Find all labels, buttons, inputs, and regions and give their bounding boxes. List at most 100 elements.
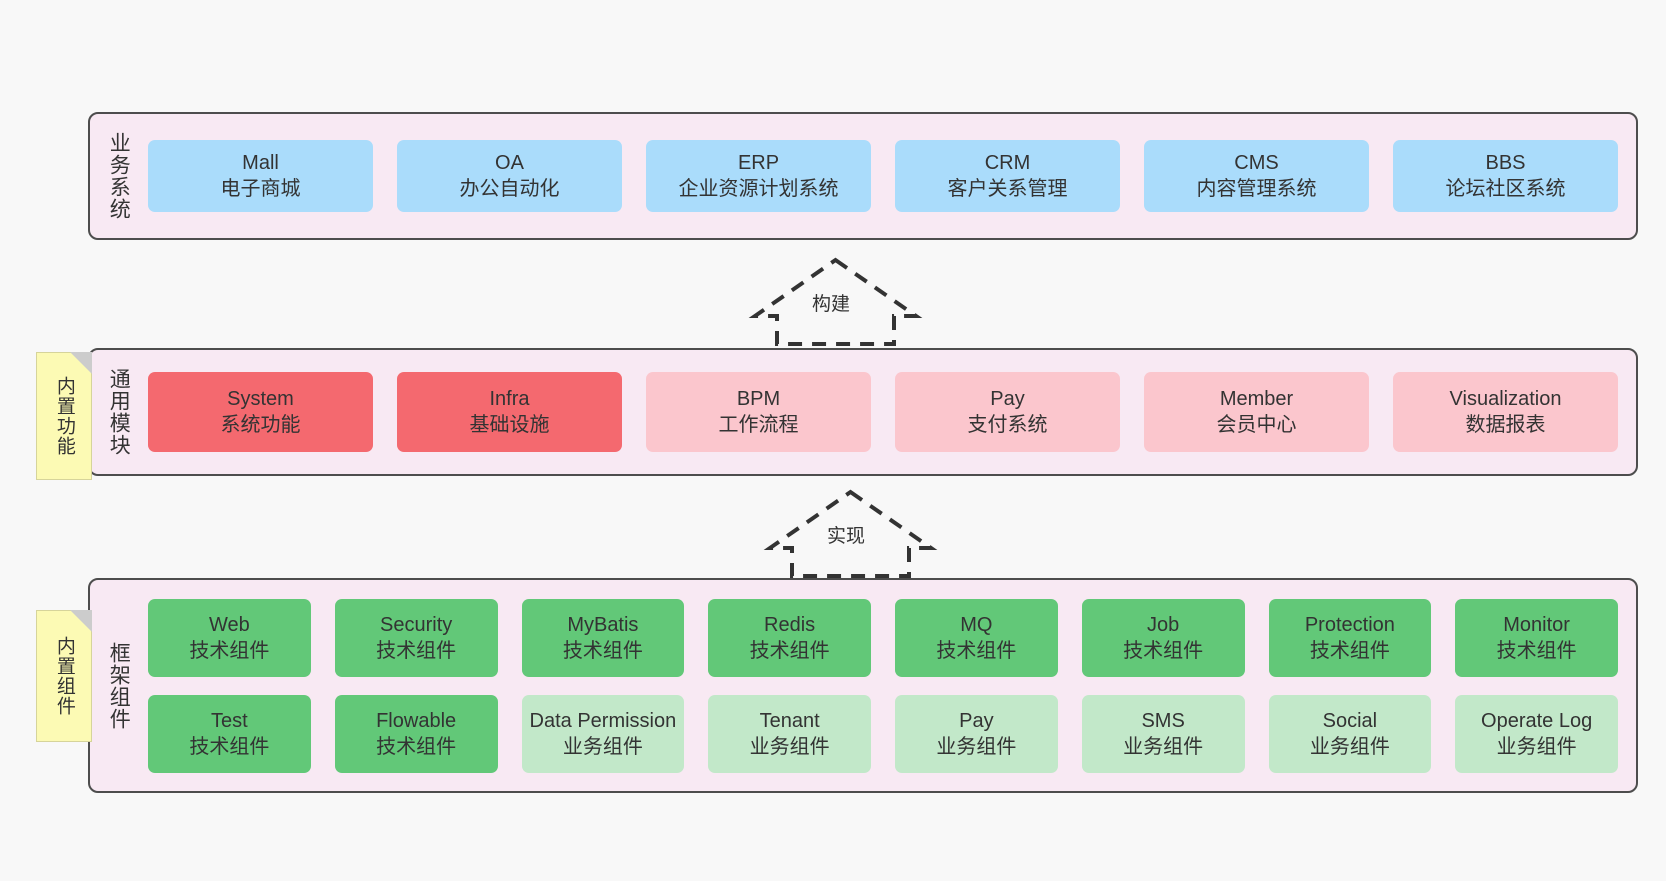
card-subtitle: 业务组件 [562,735,643,758]
layer-row: Web 技术组件 Security 技术组件 MyBatis 技术组件 Redi… [148,598,1618,677]
layer-row: System 系统功能 Infra 基础设施 BPM 工作流程 Pay 支付系统… [148,372,1618,452]
card-subtitle: 数据报表 [1465,414,1546,436]
card-title: Infra [489,388,530,410]
card-subtitle: 办公自动化 [459,178,560,200]
card-title: MyBatis [567,613,639,636]
card-subtitle: 技术组件 [749,639,830,662]
card-subtitle: 业务组件 [936,735,1017,758]
module-card-infra[interactable]: Infra 基础设施 [397,372,622,452]
card-subtitle: 技术组件 [1496,639,1577,662]
card-subtitle: 业务组件 [1309,735,1390,758]
card-title: Mall [242,152,279,174]
card-subtitle: 技术组件 [376,639,457,662]
arrow-label-build: 构建 [812,294,851,315]
module-card-monitor[interactable]: Monitor 技术组件 [1455,598,1618,677]
module-card-mybatis[interactable]: MyBatis 技术组件 [521,598,685,677]
module-card-tenant[interactable]: Tenant 业务组件 [708,694,871,773]
module-card-member[interactable]: Member 会员中心 [1144,372,1369,452]
arrow-build [748,257,923,346]
card-title: SMS [1141,709,1185,732]
card-title: Web [208,613,250,636]
card-subtitle: 技术组件 [936,639,1017,662]
layer-framework-components: 框架组件 Web 技术组件 Security 技术组件 MyBatis 技术组件… [88,578,1638,793]
card-subtitle: 系统功能 [220,414,301,436]
card-subtitle: 内容管理系统 [1196,178,1317,200]
card-title: Data Permission [529,709,677,732]
card-subtitle: 工作流程 [718,414,799,436]
layer-body-common-modules: System 系统功能 Infra 基础设施 BPM 工作流程 Pay 支付系统… [140,350,1636,474]
card-subtitle: 技术组件 [376,735,457,758]
card-subtitle: 支付系统 [967,414,1048,436]
card-subtitle: 业务组件 [1496,735,1577,758]
note-builtin-features: 内置功能 [36,352,92,480]
card-title: Monitor [1503,613,1570,636]
card-title: Protection [1304,613,1395,636]
module-card-operate-log[interactable]: Operate Log 业务组件 [1455,694,1618,773]
card-title: OA [495,152,524,174]
module-card-crm[interactable]: CRM 客户关系管理 [895,140,1120,212]
card-subtitle: 论坛社区系统 [1445,178,1566,200]
module-card-job[interactable]: Job 技术组件 [1081,598,1245,677]
card-subtitle: 业务组件 [749,735,830,758]
card-subtitle: 基础设施 [469,414,550,436]
card-title: Security [380,613,453,636]
card-title: BPM [736,388,781,410]
card-title: CRM [984,152,1031,174]
note-builtin-components: 内置组件 [36,610,92,742]
layer-body-framework-components: Web 技术组件 Security 技术组件 MyBatis 技术组件 Redi… [140,580,1636,791]
card-subtitle: 技术组件 [562,639,643,662]
layer-business-system: 业务系统 Mall 电子商城 OA 办公自动化 ERP 企业资源计划系统 CRM… [88,112,1638,240]
layer-row: Mall 电子商城 OA 办公自动化 ERP 企业资源计划系统 CRM 客户关系… [148,140,1618,212]
module-card-protection[interactable]: Protection 技术组件 [1268,598,1432,677]
module-card-pay[interactable]: Pay 支付系统 [895,372,1120,452]
module-card-flowable[interactable]: Flowable 技术组件 [334,694,498,773]
card-title: ERP [737,152,780,174]
module-card-system[interactable]: System 系统功能 [148,372,373,452]
card-subtitle: 技术组件 [189,735,270,758]
module-card-security[interactable]: Security 技术组件 [334,598,498,677]
layer-common-modules: 通用模块 System 系统功能 Infra 基础设施 BPM 工作流程 Pay… [88,348,1638,476]
card-title: Job [1147,613,1180,636]
arrow-label-implement: 实现 [827,526,866,547]
module-card-redis[interactable]: Redis 技术组件 [708,598,871,677]
module-card-bpm[interactable]: BPM 工作流程 [646,372,871,452]
card-title: Redis [764,613,816,636]
card-subtitle: 电子商城 [220,178,301,200]
module-card-cms[interactable]: CMS 内容管理系统 [1144,140,1369,212]
module-card-visualization[interactable]: Visualization 数据报表 [1393,372,1618,452]
module-card-mall[interactable]: Mall 电子商城 [148,140,373,212]
module-card-oa[interactable]: OA 办公自动化 [397,140,622,212]
module-card-data-permission[interactable]: Data Permission 业务组件 [521,694,685,773]
module-card-sms[interactable]: SMS 业务组件 [1081,694,1245,773]
module-card-bbs[interactable]: BBS 论坛社区系统 [1393,140,1618,212]
layer-title-framework-components: 框架组件 [107,641,131,730]
module-card-web[interactable]: Web 技术组件 [148,598,311,677]
module-card-test[interactable]: Test 技术组件 [148,694,311,773]
module-card-pay-component[interactable]: Pay 业务组件 [895,694,1058,773]
card-title: CMS [1234,152,1279,174]
module-card-erp[interactable]: ERP 企业资源计划系统 [646,140,871,212]
card-title: Operate Log [1481,709,1593,732]
card-title: Social [1322,709,1378,732]
arrow-implement [763,489,938,578]
card-title: Pay [959,709,994,732]
card-subtitle: 业务组件 [1123,735,1204,758]
card-subtitle: 会员中心 [1216,414,1297,436]
card-title: Member [1219,388,1294,410]
card-title: BBS [1485,152,1526,174]
card-title: Pay [990,388,1025,410]
card-subtitle: 技术组件 [1309,639,1390,662]
module-card-social[interactable]: Social 业务组件 [1268,694,1432,773]
card-title: Tenant [759,709,820,732]
card-subtitle: 技术组件 [1123,639,1204,662]
card-title: System [227,388,294,410]
layer-title-business-system: 业务系统 [107,132,131,220]
card-subtitle: 技术组件 [189,639,270,662]
module-card-mq[interactable]: MQ 技术组件 [895,598,1058,677]
layer-row: Test 技术组件 Flowable 技术组件 Data Permission … [148,694,1618,773]
card-title: Test [211,709,248,732]
card-title: Visualization [1449,388,1562,410]
card-subtitle: 企业资源计划系统 [678,178,839,200]
card-subtitle: 客户关系管理 [947,178,1068,200]
